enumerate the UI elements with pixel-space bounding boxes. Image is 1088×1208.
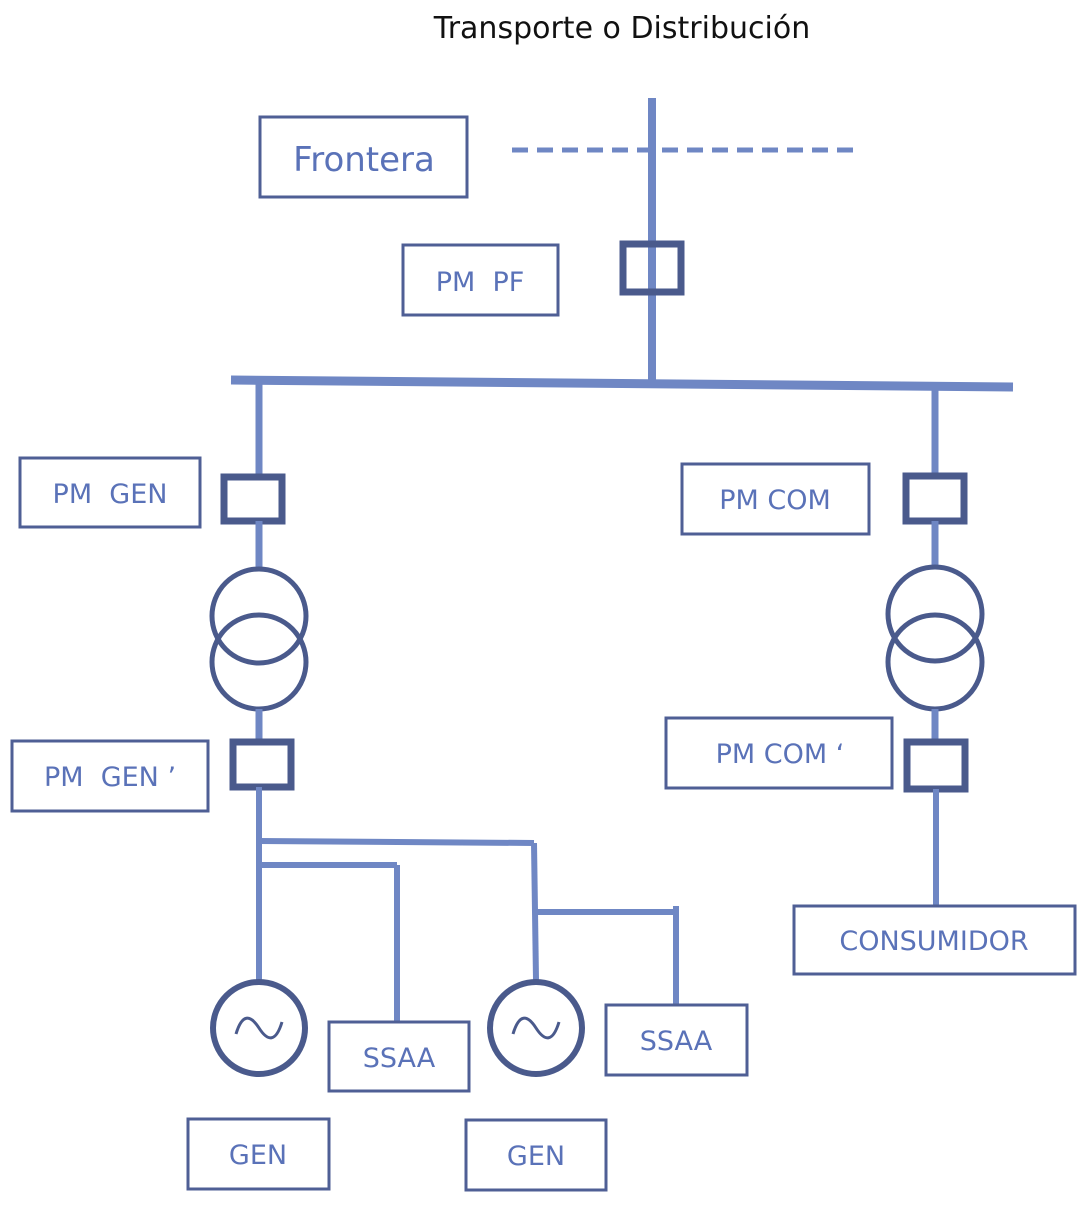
pm-pf-label: PM PF <box>436 267 525 298</box>
gen-transformer-winding-upper <box>209 566 309 666</box>
gen-bus-horizontal <box>258 838 535 846</box>
ssaa-2-label: SSAA <box>640 1026 713 1057</box>
pm-com-prime-label: PM COM ‘ <box>716 739 845 770</box>
pm-pf-meter-symbol <box>619 240 685 296</box>
pm-gen-prime-label: PM GEN ’ <box>44 762 176 793</box>
gen-2-feed-vertical <box>531 842 539 981</box>
pm-com-prime-box <box>664 716 894 790</box>
consumidor-label: CONSUMIDOR <box>839 926 1028 957</box>
generator-2-symbol <box>487 979 585 1077</box>
gen-1-label: GEN <box>229 1140 287 1171</box>
gen-2-box <box>464 1118 608 1192</box>
frontera-box <box>258 115 469 199</box>
com-transformer-winding-upper <box>885 564 985 664</box>
main-busbar <box>230 375 1014 392</box>
ssaa-1-label: SSAA <box>363 1043 436 1074</box>
pm-gen-prime-meter-symbol <box>229 738 295 791</box>
pm-gen-box <box>18 456 202 529</box>
pm-com-label: PM COM <box>719 485 831 516</box>
diagram-title: Transporte o Distribución <box>433 11 810 46</box>
generator-1-symbol <box>210 979 308 1077</box>
consumidor-box <box>792 904 1077 976</box>
pm-pf-box <box>401 243 560 317</box>
pm-com-meter-symbol <box>902 472 968 525</box>
generator-1-sine-icon <box>234 1016 284 1040</box>
gen-2-label: GEN <box>507 1141 565 1172</box>
pm-com-prime-meter-symbol <box>903 738 969 793</box>
ssaa-1-box <box>327 1020 471 1093</box>
pm-gen-prime-box <box>10 739 210 813</box>
gen-1-box <box>186 1117 331 1191</box>
pm-gen-meter-symbol <box>220 473 286 525</box>
pm-com-box <box>680 462 871 536</box>
frontera-label: Frontera <box>293 140 435 180</box>
pm-gen-label: PM GEN <box>53 479 168 510</box>
ssaa-2-box <box>604 1003 749 1077</box>
generator-2-sine-icon <box>511 1016 561 1040</box>
